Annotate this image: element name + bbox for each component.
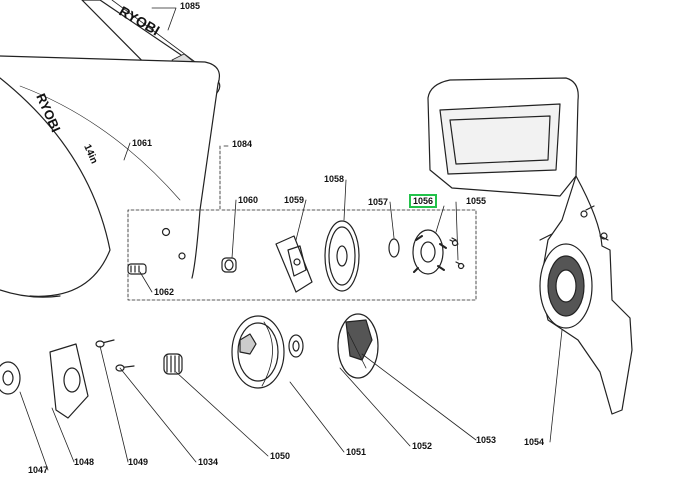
adjuster-1062 [127, 263, 147, 275]
washer-1057 [388, 238, 400, 258]
plate-1048 [49, 343, 89, 419]
part-label-1048: 1048 [74, 457, 95, 467]
part-label-1056-highlighted[interactable]: 1056 [409, 194, 438, 208]
part-label-1054: 1054 [524, 437, 545, 447]
part-label-1053: 1053 [476, 435, 497, 445]
plate-1059 [275, 235, 313, 293]
part-label-1058: 1058 [324, 174, 345, 184]
part-label-1055: 1055 [466, 196, 487, 206]
nut-1047 [0, 361, 21, 395]
drum-1050 [231, 315, 285, 389]
assembly-box-1084 [127, 145, 477, 301]
part-label-1059: 1059 [284, 195, 305, 205]
guide-bar-1061: RYOBI 14in [0, 55, 221, 300]
clutch-1052 [337, 313, 379, 379]
part-label-1051: 1051 [346, 447, 367, 457]
bearing-1034 [163, 353, 183, 375]
washer-1051 [288, 334, 304, 358]
disc-1058 [324, 220, 360, 292]
leader-lines [19, 7, 563, 471]
part-label-1034: 1034 [198, 457, 219, 467]
bolts-1049 [95, 339, 135, 372]
part-label-1049: 1049 [128, 457, 149, 467]
part-label-1062: 1062 [154, 287, 175, 297]
part-label-1085: 1085 [180, 1, 201, 11]
saw-housing-1054 [427, 77, 633, 415]
gear-1056 [412, 229, 447, 275]
part-label-1052: 1052 [412, 441, 433, 451]
part-label-1084: 1084 [232, 139, 253, 149]
part-label-1050: 1050 [270, 451, 291, 461]
bushing-1060 [221, 257, 237, 273]
part-label-1047: 1047 [28, 465, 49, 475]
screws-1055 [449, 237, 465, 270]
part-label-1061: 1061 [132, 138, 153, 148]
part-label-1060: 1060 [238, 195, 259, 205]
part-label-1057: 1057 [368, 197, 389, 207]
